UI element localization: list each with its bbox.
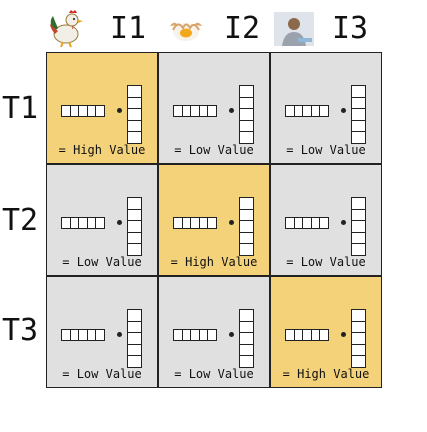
matrix-cell-1-3: = Low Value <box>270 52 382 164</box>
rooster-icon <box>50 10 83 48</box>
image-embedding-icon <box>239 85 254 144</box>
matrix-cell-3-3: = High Value <box>270 276 382 388</box>
column-header-i1: I1 <box>46 2 158 50</box>
dot-product-icon <box>117 332 122 337</box>
dot-product-icon <box>117 220 122 225</box>
matrix-cell-2-2: = High Value <box>158 164 270 276</box>
cell-value-label: = Low Value <box>62 255 142 269</box>
dot-product-icon <box>229 108 234 113</box>
similarity-matrix: = High Value = Low Value = Low Value = Low … <box>46 52 382 388</box>
column-label-i3: I3 <box>332 11 369 46</box>
image-embedding-icon <box>239 197 254 256</box>
dot-product-icon <box>341 108 346 113</box>
row-label-t1: T1 <box>2 91 39 126</box>
text-embedding-icon <box>61 217 105 229</box>
image-embedding-icon <box>239 309 254 368</box>
column-header-i3: I3 <box>270 2 382 50</box>
text-embedding-icon <box>285 105 329 117</box>
cell-value-label: = High Value <box>282 367 370 381</box>
text-embedding-icon <box>173 217 217 229</box>
egg-icon <box>170 22 202 41</box>
cell-value-label: = Low Value <box>62 367 142 381</box>
column-label-i1: I1 <box>110 11 147 46</box>
cell-value-label: = Low Value <box>286 143 366 157</box>
row-label-t2: T2 <box>2 203 39 238</box>
dot-product-icon <box>229 220 234 225</box>
dot-product-icon <box>229 332 234 337</box>
cell-value-label: = Low Value <box>174 143 254 157</box>
matrix-cell-3-2: = Low Value <box>158 276 270 388</box>
row-label-t3: T3 <box>2 313 39 348</box>
column-label-i2: I2 <box>224 11 261 46</box>
cell-value-label: = High Value <box>170 255 258 269</box>
matrix-cell-1-1: = High Value <box>46 52 158 164</box>
dot-product-icon <box>341 332 346 337</box>
matrix-cell-3-1: = Low Value <box>46 276 158 388</box>
column-header-i2: I2 <box>158 2 270 50</box>
dot-product-icon <box>117 108 122 113</box>
text-embedding-icon <box>173 105 217 117</box>
matrix-cell-2-1: = Low Value <box>46 164 158 276</box>
cell-value-label: = Low Value <box>286 255 366 269</box>
image-embedding-icon <box>351 309 366 368</box>
image-embedding-icon <box>127 309 142 368</box>
matrix-cell-2-3: = Low Value <box>270 164 382 276</box>
text-embedding-icon <box>61 329 105 341</box>
cell-value-label: = High Value <box>58 143 146 157</box>
image-embedding-icon <box>351 197 366 256</box>
cell-value-label: = Low Value <box>174 367 254 381</box>
image-embedding-icon <box>351 85 366 144</box>
image-embedding-icon <box>127 85 142 144</box>
matrix-cell-1-2: = Low Value <box>158 52 270 164</box>
text-embedding-icon <box>61 105 105 117</box>
text-embedding-icon <box>173 329 217 341</box>
person-photo-icon <box>274 12 314 46</box>
text-embedding-icon <box>285 217 329 229</box>
text-embedding-icon <box>285 329 329 341</box>
dot-product-icon <box>341 220 346 225</box>
image-embedding-icon <box>127 197 142 256</box>
